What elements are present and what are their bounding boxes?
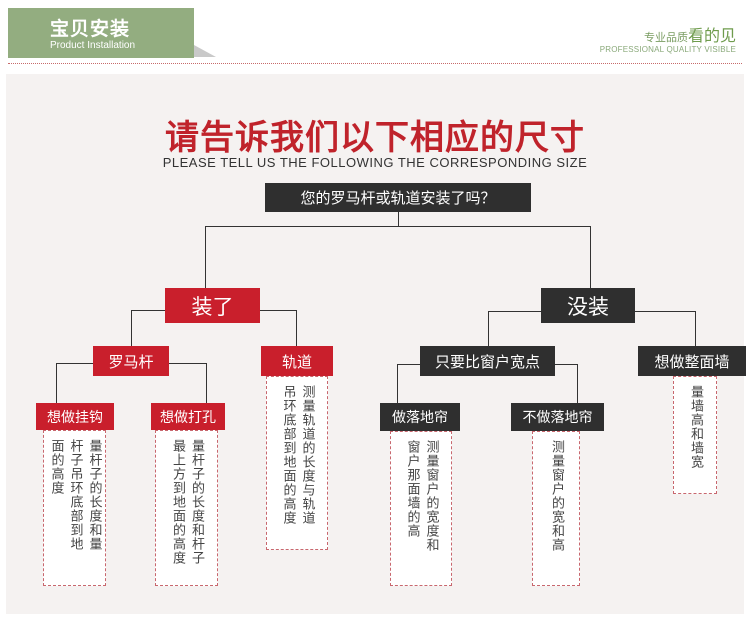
- header-banner-fold: [194, 45, 216, 57]
- hook-note-line: 面的高度: [48, 439, 64, 495]
- question-box: 您的罗马杆或轨道安装了吗？: [265, 183, 531, 212]
- punch-box: 想做打孔: [151, 403, 225, 430]
- header-title: 宝贝安装: [50, 18, 131, 40]
- non-floor-curtain-box: 不做落地帘: [511, 403, 604, 431]
- non-floor-curtain-note: 测量窗户的宽和高: [532, 431, 580, 586]
- header-subtitle: Product Installation: [50, 40, 136, 51]
- floor-curtain-box: 做落地帘: [380, 403, 460, 431]
- whole-wall-note-line: 量墙高和墙宽: [688, 385, 703, 469]
- brand-slogan-english: PROFESSIONAL QUALITY VISIBLE: [599, 45, 736, 54]
- track-box: 轨道: [261, 346, 333, 376]
- connector: [397, 364, 398, 403]
- header-banner: [8, 8, 194, 58]
- connector: [397, 364, 420, 365]
- connector: [169, 363, 207, 364]
- connector: [206, 363, 207, 403]
- connector: [205, 226, 206, 288]
- punch-note-line: 量杆子的长度和杆子: [189, 439, 204, 565]
- brand-slogan-big: 看的见: [687, 26, 736, 45]
- brand-slogan: 专业品质看的见 PROFESSIONAL QUALITY VISIBLE: [600, 22, 736, 54]
- floor-curtain-note-line: 窗户那面墙的高: [404, 440, 420, 538]
- connector: [695, 311, 696, 346]
- connector: [296, 310, 297, 346]
- connector: [488, 311, 541, 312]
- connector: [555, 364, 578, 365]
- track-note-line: 吊环底部到地面的高度: [280, 385, 296, 525]
- hook-note: 量杆子的长度和量 杆子吊环底部到地 面的高度: [43, 430, 106, 586]
- diagram-panel: [6, 74, 744, 614]
- punch-note: 量杆子的长度和杆子 最上方到地面的高度: [155, 430, 218, 586]
- connector: [56, 363, 57, 403]
- whole-wall-box: 想做整面墙: [638, 346, 746, 376]
- brand-slogan-small: 专业品质: [643, 31, 688, 44]
- connector: [131, 310, 165, 311]
- track-note-line: 测量轨道的长度与轨道: [299, 385, 315, 525]
- track-note: 测量轨道的长度与轨道 吊环底部到地面的高度: [266, 376, 328, 550]
- floor-curtain-note: 测量窗户的宽度和 窗户那面墙的高: [390, 431, 452, 586]
- header-divider: [8, 63, 742, 64]
- connector: [131, 310, 132, 346]
- headline: 请告诉我们以下相应的尺寸: [165, 118, 585, 158]
- not-installed-box: 没装: [541, 288, 635, 323]
- whole-wall-note: 量墙高和墙宽: [673, 376, 717, 494]
- connector: [398, 212, 399, 226]
- connector: [635, 311, 696, 312]
- connector: [488, 311, 489, 346]
- hook-note-line: 量杆子的长度和量: [86, 439, 102, 551]
- hook-box: 想做挂钩: [36, 403, 114, 430]
- subheadline: PLEASE TELL US THE FOLLOWING THE CORRESP…: [162, 155, 588, 170]
- connector: [205, 226, 591, 227]
- roman-rod-box: 罗马杆: [93, 346, 169, 376]
- installed-box: 装了: [165, 288, 260, 323]
- punch-note-line: 最上方到地面的高度: [170, 439, 185, 565]
- connector: [260, 310, 297, 311]
- connector: [590, 226, 591, 288]
- floor-curtain-note-line: 测量窗户的宽度和: [423, 440, 439, 552]
- wider-than-window-box: 只要比窗户宽点: [420, 346, 555, 376]
- connector: [577, 364, 578, 403]
- connector: [56, 363, 93, 364]
- non-floor-curtain-note-line: 测量窗户的宽和高: [549, 440, 564, 552]
- hook-note-line: 杆子吊环底部到地: [67, 439, 83, 551]
